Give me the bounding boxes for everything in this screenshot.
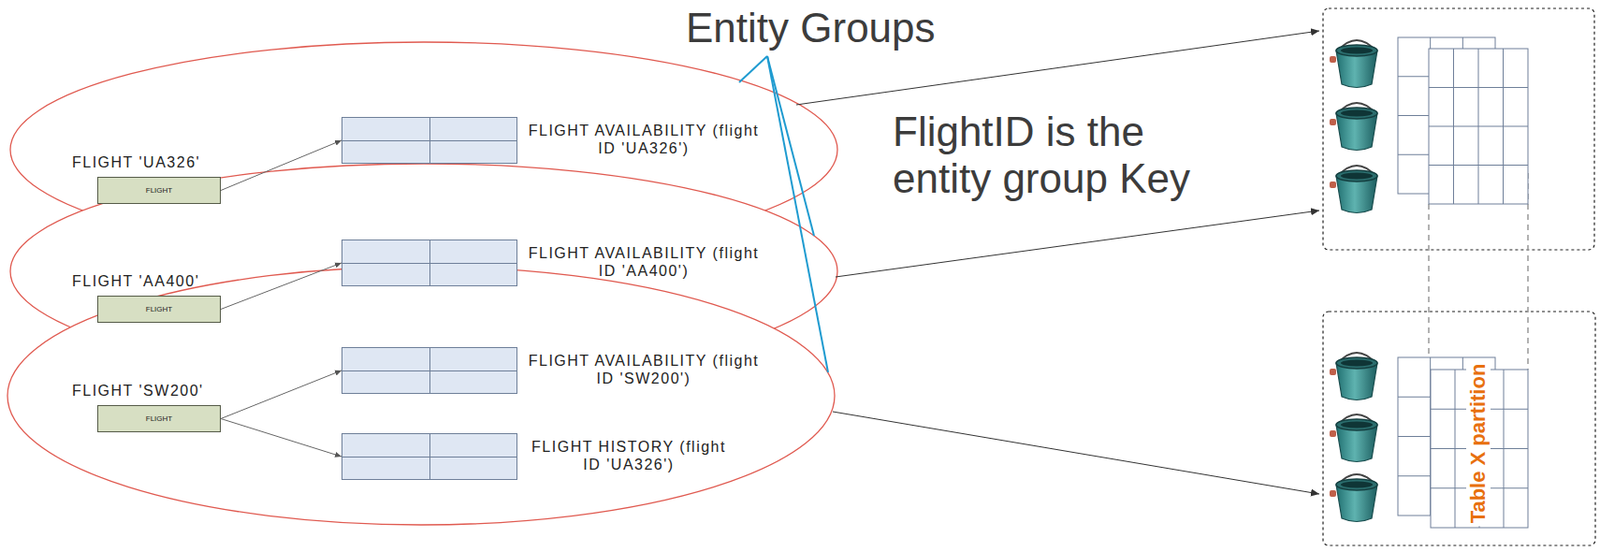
drawn-use <box>1329 102 1378 151</box>
table-grid <box>1428 48 1528 204</box>
entity-heading: FLIGHT 'UA326' <box>72 154 201 172</box>
partition-label: Table X partition <box>1466 361 1491 527</box>
relation-arrow <box>220 140 342 191</box>
table-label: FLIGHT AVAILABILITY (flight ID 'UA326') <box>521 121 767 158</box>
drawn-line <box>1428 126 1528 128</box>
storage-arrow <box>832 411 1320 495</box>
entity-heading: FLIGHT 'SW200' <box>72 382 204 400</box>
drawn-use <box>1329 165 1378 214</box>
note-text: FlightID is the entity group Key <box>892 108 1211 203</box>
table-column-line <box>429 434 431 480</box>
table-label: FLIGHT AVAILABILITY (flight ID 'SW200') <box>521 351 767 388</box>
drawn-line <box>1428 87 1528 88</box>
drawn-rect <box>1428 48 1528 204</box>
entity-name: FLIGHT <box>98 296 220 322</box>
leader-line <box>739 56 768 83</box>
callout-title: Entity Groups <box>685 3 936 53</box>
table-column-line <box>429 117 431 163</box>
relation-arrow <box>220 370 342 420</box>
entity-box: FLIGHT 'UA326'FLIGHT <box>97 176 221 204</box>
drawn-use <box>1329 474 1378 523</box>
table-box: FLIGHT HISTORY (flight ID 'UA326') <box>341 433 518 480</box>
drawn-use <box>1329 40 1378 88</box>
storage-node <box>1323 8 1595 250</box>
entity-heading: FLIGHT 'AA400' <box>72 273 200 291</box>
table-label: FLIGHT AVAILABILITY (flight ID 'AA400') <box>521 244 767 280</box>
storage-arrows <box>796 30 1320 495</box>
storage-node <box>1323 311 1596 546</box>
table-column-line <box>429 240 431 286</box>
entity-name: FLIGHT <box>98 406 220 432</box>
entity-group-ellipse <box>7 266 835 525</box>
drawn-line <box>1428 164 1528 166</box>
entity-box: FLIGHT 'SW200'FLIGHT <box>97 405 221 433</box>
table-box: FLIGHT AVAILABILITY (flight ID 'SW200') <box>341 347 518 394</box>
entity-group-ellipses <box>7 42 838 525</box>
table-box: FLIGHT AVAILABILITY (flight ID 'AA400') <box>341 239 518 287</box>
relation-arrow <box>220 262 342 310</box>
table-grids <box>1397 37 1528 528</box>
drawn-use <box>1329 414 1378 463</box>
table-column-line <box>429 348 431 393</box>
leader-lines <box>739 56 829 373</box>
leader-line <box>767 56 829 373</box>
table-box: FLIGHT AVAILABILITY (flight ID 'UA326') <box>341 116 518 164</box>
entity-name: FLIGHT <box>98 177 220 204</box>
relation-arrow <box>220 419 342 458</box>
entity-box: FLIGHT 'AA400'FLIGHT <box>97 295 221 323</box>
leader-line <box>767 56 815 236</box>
drawn-line <box>1427 203 1430 370</box>
drawn-use <box>1329 352 1378 401</box>
buckets <box>1329 40 1378 523</box>
table-label: FLIGHT HISTORY (flight ID 'UA326') <box>521 437 737 474</box>
storage-arrow <box>835 210 1320 277</box>
